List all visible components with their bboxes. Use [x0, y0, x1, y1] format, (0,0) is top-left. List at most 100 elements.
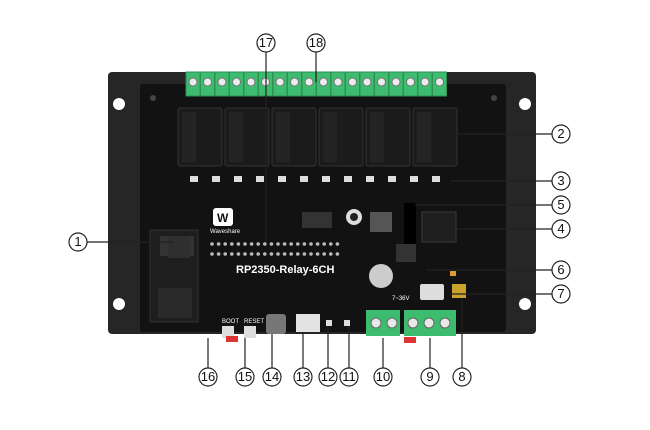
indicator-led [388, 176, 396, 182]
callout-number: 12 [321, 369, 335, 384]
boot-button [222, 326, 234, 338]
header-pin [249, 242, 254, 246]
header-pin [276, 242, 280, 246]
terminal-slot [432, 71, 447, 97]
terminal-slot [243, 71, 259, 97]
power-button [420, 284, 444, 300]
callout-number: 3 [557, 173, 564, 188]
callout-13: 13 [293, 332, 313, 387]
header-pin [249, 252, 254, 256]
callout-number: 5 [557, 197, 564, 212]
mcu-chip [302, 212, 332, 228]
indicator-led [278, 176, 286, 182]
header-pin [296, 242, 300, 246]
reset-button [244, 326, 256, 338]
header-pin [322, 252, 327, 256]
chip-1 [168, 236, 190, 258]
status-led-5 [404, 203, 416, 249]
header-pin [210, 252, 214, 256]
callout-number: 17 [259, 35, 273, 50]
relay [224, 107, 270, 167]
big-capacitor [369, 264, 393, 288]
header-pin [329, 252, 333, 256]
relay [412, 107, 458, 167]
header-pin [243, 252, 247, 256]
header-pin [335, 252, 340, 256]
terminal-slot [417, 71, 433, 97]
terminal-slot [374, 71, 389, 97]
callout-1: 1 [68, 232, 174, 252]
callout-8: 8 [452, 298, 472, 387]
buzzer [266, 314, 286, 334]
header-pin [223, 242, 227, 246]
usb-port [296, 314, 320, 332]
reset-label: RESET [244, 319, 264, 325]
terminal-slot [214, 71, 230, 97]
callout-number: 11 [342, 369, 356, 384]
terminal-slot [330, 71, 346, 97]
power-inductor [396, 244, 416, 262]
terminal-slot [359, 71, 375, 97]
terminal-slot [287, 71, 302, 97]
indicator-led [366, 176, 374, 182]
header-pin [210, 242, 214, 246]
callout-number: 10 [376, 369, 390, 384]
terminal-slot [388, 71, 404, 97]
led-11 [344, 320, 350, 326]
mount-hole [113, 98, 125, 110]
header-pin [276, 252, 280, 256]
indicator-led [410, 176, 418, 182]
header-pin [216, 242, 221, 246]
top-terminal-blocks [185, 71, 447, 97]
callout-number: 6 [557, 262, 564, 277]
header-pin [296, 252, 300, 256]
header-pin [309, 252, 313, 256]
header-pin [315, 242, 320, 246]
bottom-terminal-blocks [366, 310, 456, 343]
header-pin [289, 242, 294, 246]
header-pin [263, 252, 267, 256]
callout-10: 10 [373, 338, 393, 387]
callout-number: 13 [296, 369, 310, 384]
callout-14: 14 [262, 334, 282, 387]
header-pin [322, 242, 327, 246]
pin-header [210, 242, 340, 256]
terminal-slot [301, 71, 317, 97]
header-pin [236, 252, 241, 256]
header-pin [282, 252, 287, 256]
header-pin [243, 242, 247, 246]
header-pin [230, 242, 234, 246]
relay [318, 107, 364, 167]
indicator-led [256, 176, 264, 182]
indicator-led [322, 176, 330, 182]
callout-12: 12 [318, 326, 338, 387]
callout-number: 18 [309, 35, 323, 50]
header-pin [282, 242, 287, 246]
callout-number: 1 [74, 234, 81, 249]
wireless-module [149, 229, 199, 323]
board-model-label: RP2350-Relay-6CH [236, 264, 334, 276]
callout-number: 7 [557, 286, 564, 301]
header-pin [302, 242, 307, 246]
callout-5: 5 [415, 195, 571, 215]
terminal-slot [316, 71, 331, 97]
callout-number: 8 [458, 369, 465, 384]
indicator-led [344, 176, 352, 182]
indicator-led [432, 176, 440, 182]
header-pin [329, 242, 333, 246]
callout-number: 15 [238, 369, 252, 384]
terminal-slot [229, 71, 244, 97]
relay-row [177, 107, 458, 167]
callout-number: 2 [557, 126, 564, 141]
callout-15: 15 [235, 338, 255, 387]
relay [365, 107, 411, 167]
terminal-slot [403, 71, 418, 97]
callout-2: 2 [456, 124, 571, 144]
header-pin [315, 252, 320, 256]
header-pin [256, 252, 261, 256]
header-pin [289, 252, 294, 256]
callout-7: 7 [450, 284, 571, 304]
brand-label: Waveshare [210, 229, 241, 235]
